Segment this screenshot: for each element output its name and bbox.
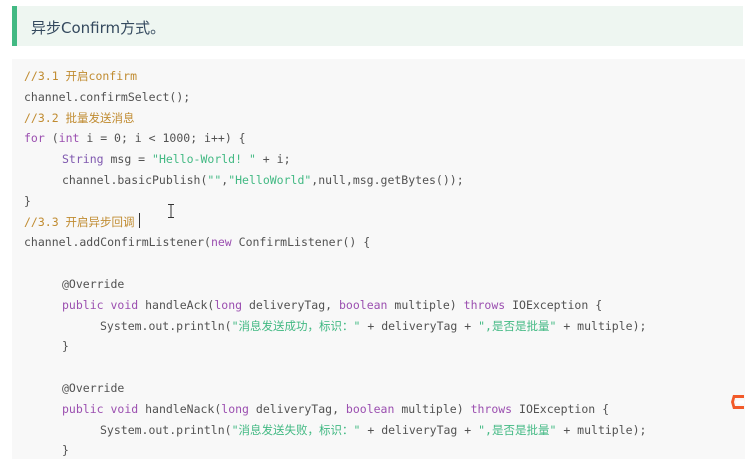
code-token: for	[24, 131, 45, 146]
code-token: //3.1 开启confirm	[24, 69, 138, 83]
text-cursor-icon	[168, 204, 174, 218]
code-token: }	[62, 339, 69, 354]
code-token: + multiple);	[556, 318, 647, 333]
code-token: @Override	[62, 277, 125, 291]
code-token: ,	[221, 173, 229, 187]
code-line: @Override	[62, 277, 124, 291]
code-token: IOException {	[505, 297, 603, 312]
code-token: boolean	[345, 401, 395, 416]
code-token: throws	[470, 401, 513, 416]
code-line: channel.addConfirmListener(new ConfirmLi…	[24, 235, 370, 249]
code-token: ",是否是批量"	[478, 422, 557, 437]
code-token: public	[62, 297, 104, 312]
code-token: channel.addConfirmListener(	[24, 235, 211, 250]
code-line: channel.basicPublish("","HelloWorld",nul…	[62, 173, 464, 187]
csdn-logo-icon[interactable]	[730, 393, 745, 411]
code-token: + i;	[255, 152, 291, 167]
code-token: + deliveryTag +	[360, 422, 479, 437]
code-line: }	[62, 443, 69, 457]
code-token: long	[221, 401, 249, 416]
code-token: IOException {	[512, 401, 610, 416]
code-line: System.out.println("消息发送失败，标识：" + delive…	[100, 423, 646, 437]
code-line: @Override	[62, 381, 124, 395]
code-token: "消息发送成功，标识："	[231, 318, 361, 333]
code-token: + deliveryTag +	[360, 318, 479, 333]
code-token: multiple)	[387, 297, 464, 312]
code-token: handleNack(	[138, 401, 222, 416]
code-line: System.out.println("消息发送成功，标识：" + delive…	[100, 319, 646, 333]
code-token: boolean	[339, 297, 388, 312]
code-line: public void handleNack(long deliveryTag,…	[62, 402, 609, 416]
code-token: }	[24, 193, 31, 208]
code-token: ,null,msg.getBytes());	[311, 173, 464, 187]
code-line: }	[62, 339, 69, 353]
code-token: ConfirmListener() {	[231, 235, 371, 250]
code-token: System.out.println(	[100, 318, 232, 333]
code-token: channel.basicPublish(	[62, 173, 208, 187]
code-line: channel.confirmSelect();	[24, 90, 190, 104]
code-token: i = 0; i < 1000; i++) {	[79, 131, 246, 146]
code-token: System.out.println(	[100, 422, 232, 437]
code-token: handleAck(	[138, 297, 215, 312]
code-token: deliveryTag,	[248, 401, 346, 416]
code-token: String	[62, 152, 104, 167]
code-token: void	[110, 401, 139, 416]
code-token: long	[214, 297, 243, 312]
code-token: ",是否是批量"	[478, 318, 557, 333]
code-token: new	[210, 235, 232, 250]
text-caret	[139, 213, 140, 228]
code-token: deliveryTag,	[242, 297, 339, 312]
code-token: "消息发送失败，标识："	[231, 422, 361, 437]
code-token: + multiple);	[556, 422, 647, 437]
code-line: }	[24, 194, 31, 208]
code-token: }	[62, 443, 69, 458]
code-token: (	[44, 131, 59, 146]
code-token: //3.2 批量发送消息	[24, 110, 135, 125]
code-line: //3.1 开启confirm	[24, 69, 137, 83]
code-token: "Hello-World! "	[152, 152, 256, 167]
code-token: "HelloWorld"	[228, 173, 312, 187]
section-heading-text: 异步Confirm方式。	[31, 19, 166, 37]
code-token: msg =	[103, 152, 153, 167]
code-token: @Override	[62, 381, 125, 395]
code-line: for (int i = 0; i < 1000; i++) {	[24, 131, 246, 145]
code-token: channel.confirmSelect();	[24, 89, 191, 104]
code-token: public	[62, 401, 104, 416]
code-line: String msg = "Hello-World! " + i;	[62, 152, 291, 166]
code-line: //3.2 批量发送消息	[24, 111, 135, 125]
code-token: //3.3 开启异步回调	[24, 214, 135, 229]
code-token: multiple)	[394, 401, 471, 416]
code-line: public void handleAck(long deliveryTag, …	[62, 298, 602, 312]
code-token: void	[110, 297, 139, 312]
code-block[interactable]: //3.1 开启confirm channel.confirmSelect(); /…	[12, 59, 745, 459]
code-token: ""	[207, 173, 222, 187]
section-heading: 异步Confirm方式。	[12, 6, 743, 46]
code-token: int	[58, 131, 80, 146]
code-token: throws	[463, 297, 506, 312]
code-line: //3.3 开启异步回调	[24, 215, 135, 229]
